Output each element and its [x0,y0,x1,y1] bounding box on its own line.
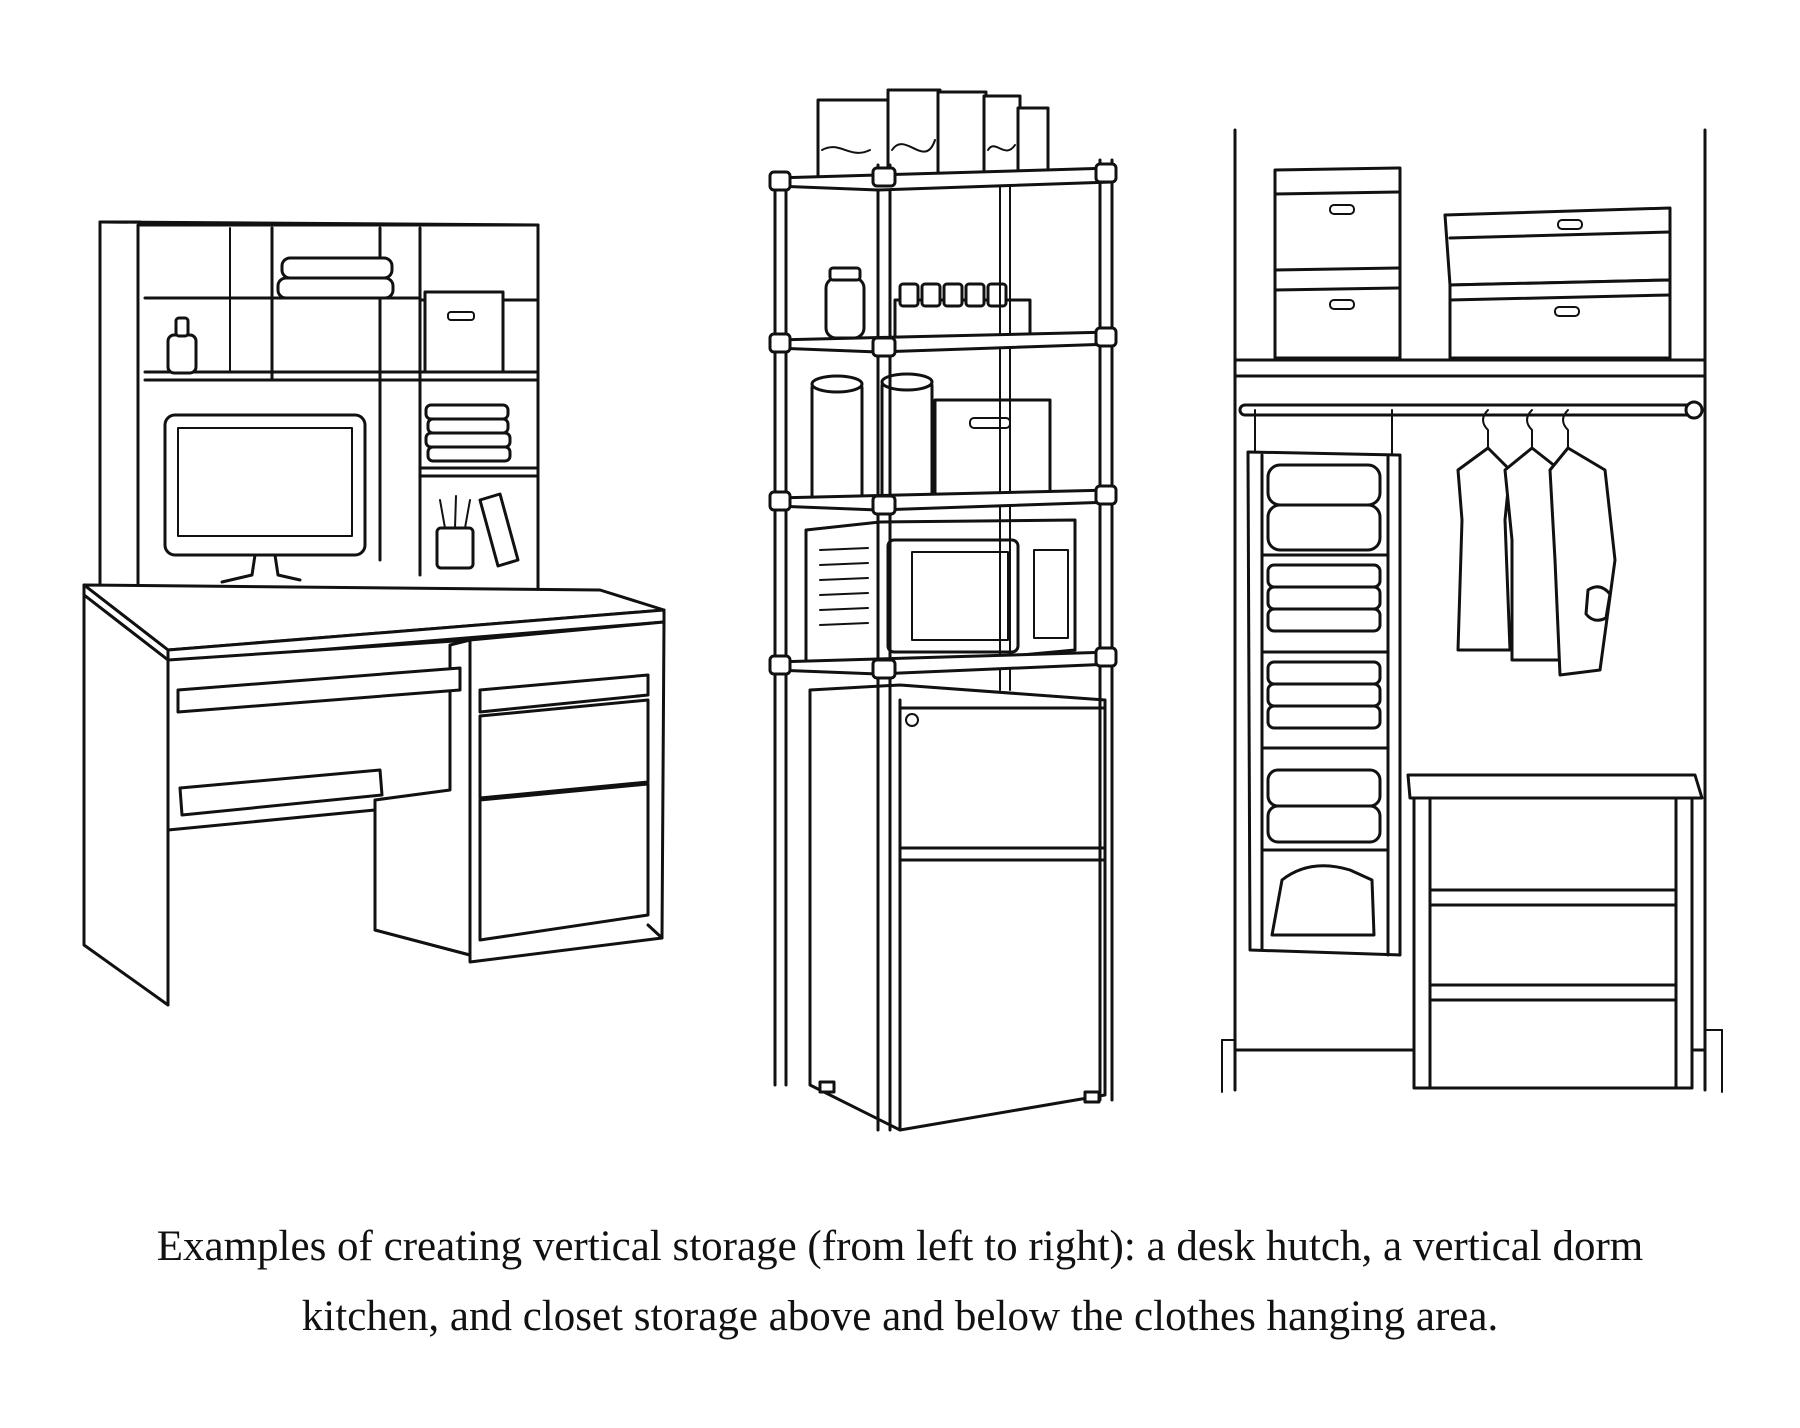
closet-boxes-icon [1273,166,1672,360]
shelving-unit-icon [768,158,1118,1132]
bottle-icon [166,316,198,375]
standing-book-icon [478,492,520,568]
closet-dresser-icon [1406,773,1704,1090]
jar-icon [824,266,866,340]
hutch-books-icon [276,256,395,300]
closet [1221,128,1723,1093]
stacked-books-icon [424,403,512,463]
caption-line-1: Examples of creating vertical storage (f… [156,1223,1644,1270]
computer-monitor-icon [163,413,367,584]
caption-line-2: kitchen, and closet storage above and be… [301,1293,1499,1340]
desk [82,583,666,1007]
desk-hutch-illustration [82,220,666,1007]
hanging-organizer-icon [1246,409,1402,957]
kitchen-box-icon [933,398,1052,502]
hanging-clothes-icon [1456,409,1617,677]
mini-fridge-icon [808,683,1107,1132]
closet-storage-illustration [1221,128,1723,1093]
storage-box-icon [423,290,505,374]
microwave-icon [804,518,1077,670]
binders-icon [816,88,1050,182]
spice-rack-icon [893,282,1032,342]
vertical-dorm-kitchen-illustration [768,88,1118,1132]
pencil-cup-icon [435,495,475,570]
paper-towels-icon [810,372,934,506]
